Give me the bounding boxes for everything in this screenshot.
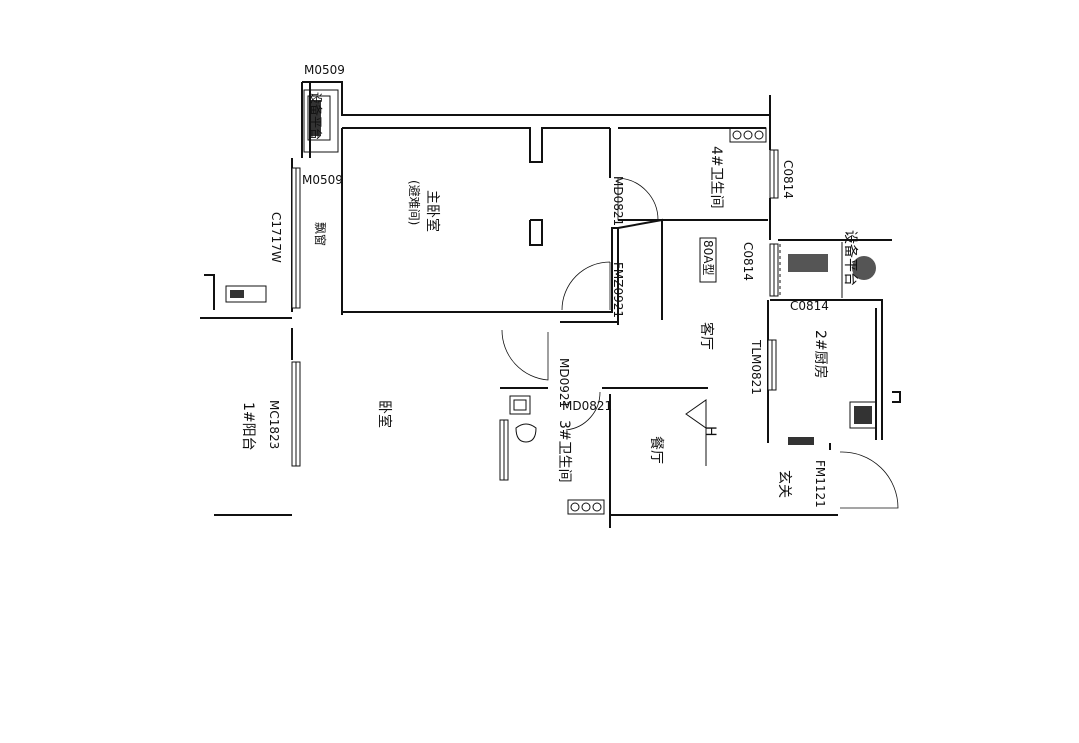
windows [291, 149, 779, 481]
wall-master-bottom [342, 227, 619, 325]
kitchen-fridge [849, 401, 877, 429]
vent-bath3 [567, 499, 605, 515]
label-master-bedroom-note: (避难间) [407, 180, 421, 225]
label-dining-room: 餐厅 [648, 436, 664, 464]
code-mc1823: MC1823 [267, 400, 281, 449]
code-elevation-mark: H [702, 426, 718, 437]
type-tag-box [699, 237, 717, 283]
ac-unit-hatched [788, 254, 828, 272]
label-balcony-1: 1#阳台 [240, 402, 256, 451]
code-fm1121: FM1121 [813, 460, 827, 508]
code-c1717w: C1717W [269, 212, 283, 263]
code-tlm0821: TLM0821 [749, 339, 763, 395]
fixtures [225, 89, 877, 515]
label-bathroom-3: 3#卫生间 [556, 420, 572, 483]
door-swing-md0921 [501, 329, 549, 381]
door-swing-md0821-bath3 [565, 391, 601, 431]
code-md0821-master: MD0821 [611, 176, 625, 226]
wall-bedroom-top-b [560, 312, 619, 323]
wall-kitchen-right-tab [892, 391, 901, 403]
wall-master-right-lower [529, 219, 543, 246]
label-living-room: 客厅 [698, 322, 715, 350]
wall-top-balcony [302, 81, 770, 116]
label-bay-window: 飘窗 [313, 222, 327, 246]
washer-top [303, 89, 339, 153]
label-equipment-balcony-small: 设备平台 [309, 92, 324, 140]
label-master-bedroom: 主卧室 [424, 190, 441, 232]
door-swing-fm1121 [839, 451, 899, 509]
washer-top-dark [311, 100, 321, 136]
door-swing-fm0921 [561, 261, 611, 311]
vent-bath4 [729, 127, 767, 143]
wall-top-balcony-inner [301, 82, 311, 158]
elevation-triangle [685, 399, 707, 429]
label-bathroom-4: 4#卫生间 [708, 146, 724, 209]
wall-master-top-inner [342, 127, 610, 163]
code-fm0921: FMZ0921 [611, 262, 625, 318]
label-foyer: 玄关 [776, 470, 793, 498]
wall-living-top [617, 218, 663, 320]
water-heater-icon [852, 256, 876, 280]
label-bedroom: 卧室 [376, 400, 393, 428]
code-c0814-kitchen: C0814 [790, 299, 829, 313]
code-c0814-bath: C0814 [781, 160, 795, 199]
bath3-toilet [509, 395, 531, 415]
ac-unit-left [225, 285, 267, 303]
door-swings [501, 177, 899, 509]
wall-kitchen-top [770, 299, 883, 440]
code-c0814-living: C0814 [741, 242, 755, 281]
code-md0921: MD0921 [557, 358, 571, 408]
code-m0509-mid: M0509 [302, 173, 343, 187]
label-kitchen-2: 2#厨房 [812, 330, 828, 379]
door-swing-md0821-master [617, 177, 659, 221]
bath3-basin [515, 423, 537, 443]
code-m0509-top: M0509 [304, 63, 345, 77]
kitchen-vent-bar [788, 437, 814, 445]
code-labels: M0509 M0509 C1717W MD0821 FMZ0921 C0814 … [267, 63, 829, 508]
label-equipment-balcony: 设备平台 [842, 230, 859, 286]
code-md0821-bath3: MD0821 [562, 399, 612, 413]
wall-balcony-left [204, 274, 215, 310]
room-labels: 主卧室 (避难间) 飘窗 设备平台 4#卫生间 设备平台 客厅 2#厨房 1#阳… [240, 92, 859, 498]
code-type-tag: 80A型 [701, 240, 715, 275]
